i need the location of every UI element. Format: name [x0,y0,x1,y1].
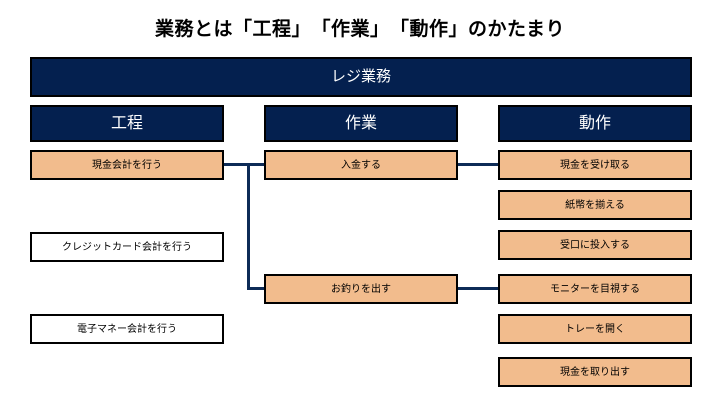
node-motion-3[interactable]: モニターを目視する [498,274,692,304]
column-header-motion: 動作 [498,105,692,142]
node-process-0[interactable]: 現金会計を行う [30,150,224,180]
node-motion-2[interactable]: 受口に投入する [498,230,692,260]
column-header-task: 作業 [264,105,458,142]
page-title: 業務とは「工程」 「作業」 「動作」のかたまり [155,19,565,40]
node-task-0[interactable]: 入金する [264,150,458,180]
root-node-reji-gyomu: レジ業務 [30,57,692,97]
node-task-1[interactable]: お釣りを出す [264,274,458,304]
connector-junction-to-nyukin [247,163,265,166]
connector-vertical-trunk [247,163,250,290]
column-header-process: 工程 [30,105,224,142]
node-motion-5[interactable]: 現金を取り出す [498,357,692,387]
connector-nyukin-to-genkin-uketoru [458,163,499,166]
node-process-1[interactable]: クレジットカード会計を行う [30,232,224,262]
node-motion-1[interactable]: 紙幣を揃える [498,190,692,220]
node-motion-4[interactable]: トレーを開く [498,314,692,344]
node-process-2[interactable]: 電子マネー会計を行う [30,314,224,344]
connector-process-to-junction [224,163,250,166]
node-motion-0[interactable]: 現金を受け取る [498,150,692,180]
connector-otsuri-to-monitor-mokushi [458,287,499,290]
connector-junction-to-otsuri [247,287,265,290]
